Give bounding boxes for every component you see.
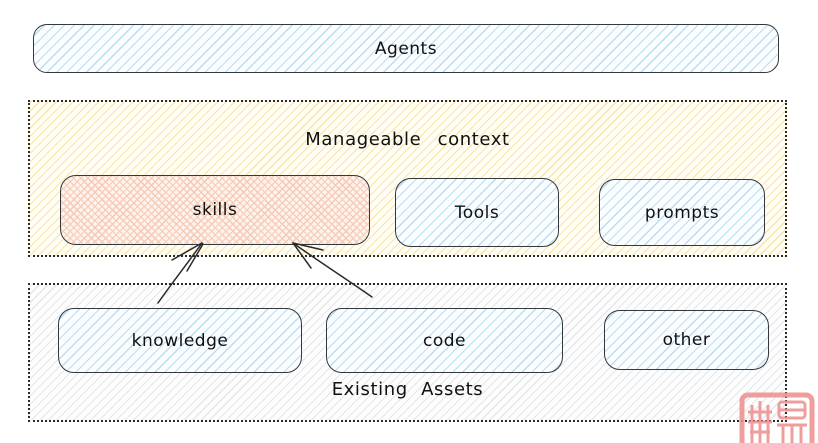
other-label: other <box>662 330 711 350</box>
code-box: code <box>326 308 563 373</box>
manageable-context-group: Manageable context skills Tools prompts <box>28 100 787 257</box>
agents-label: Agents <box>374 38 438 59</box>
seal-stamp-watermark <box>739 392 815 443</box>
agents-box: Agents <box>33 24 779 73</box>
tools-box: Tools <box>395 178 559 247</box>
existing-assets-title: Existing Assets <box>331 379 484 400</box>
tools-label: Tools <box>454 202 500 223</box>
code-label: code <box>423 330 466 351</box>
prompts-label: prompts <box>644 202 720 223</box>
manageable-context-title: Manageable context <box>305 129 510 150</box>
skills-box: skills <box>60 175 370 245</box>
existing-assets-group: knowledge code other Existing Assets <box>28 283 787 422</box>
knowledge-label: knowledge <box>131 330 229 351</box>
skills-label: skills <box>192 200 238 220</box>
prompts-box: prompts <box>599 179 765 246</box>
knowledge-box: knowledge <box>58 308 302 373</box>
other-box: other <box>604 310 769 370</box>
